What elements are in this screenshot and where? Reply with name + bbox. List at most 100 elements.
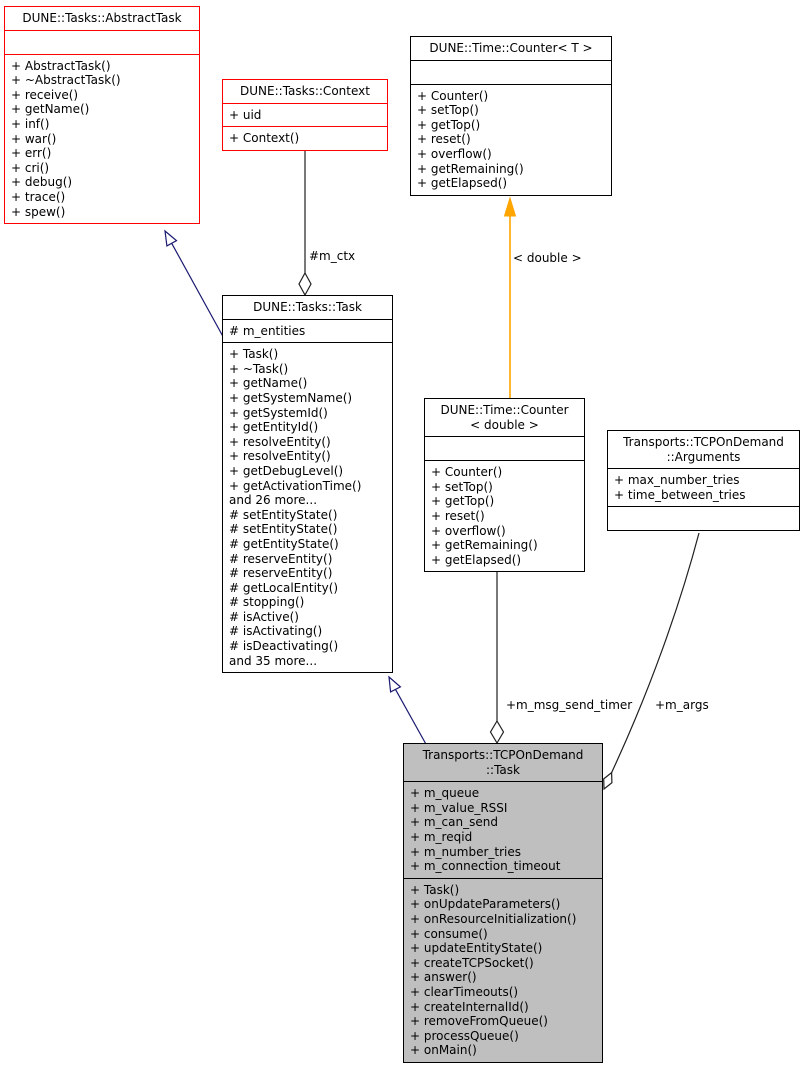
class-title: DUNE::Time::Counter< double > [425,399,584,436]
text-line: + spew() [11,204,66,219]
member-edge-m-msg-send-timer [489,565,505,745]
inheritance-edge-task-abstracttask [164,229,227,343]
text-line: + getElapsed() [417,176,508,191]
text-line: + getTop() [417,117,481,132]
text-line: + inf() [11,116,50,131]
text-line: + reset() [431,508,485,523]
text-line: Transports::TCPOnDemand [422,748,584,762]
member-edge-m-ctx [298,150,312,297]
text-line: < double > [470,417,539,432]
text-line: + m_value_RSSI [410,800,508,815]
text-line: # isActive() [229,609,299,624]
text-line: + answer() [410,970,477,985]
class-box-transports-tcpondemand-arguments[interactable]: Transports::TCPOnDemand::Arguments + max… [607,430,800,532]
text-line: + createInternalId() [410,999,529,1014]
text-line: + receive() [11,87,79,102]
filled-triangle-arrowhead-icon [503,196,517,217]
text-line: + getActivationTime() [229,478,362,493]
class-box-dune-time-counter-t[interactable]: DUNE::Time::Counter< T > + Counter()+ se… [410,36,612,196]
methods-section [608,506,799,530]
text-line: # isActivating() [229,624,323,639]
text-line: ::Task [486,762,520,777]
class-box-dune-tasks-task[interactable]: DUNE::Tasks::Task # m_entities + Task()+… [222,295,393,674]
edge-label-template-double: < double > [513,251,582,265]
class-title: Transports::TCPOnDemand::Arguments [608,431,799,468]
text-line: + onUpdateParameters() [410,897,561,912]
text-line: # reserveEntity() [229,566,333,581]
text-line: DUNE::Tasks::Task [253,300,362,314]
text-line: + m_can_send [410,815,498,830]
edge-label-m-ctx: #m_ctx [309,249,356,263]
class-title: DUNE::Tasks::AbstractTask [5,7,199,30]
class-box-dune-tasks-context[interactable]: DUNE::Tasks::Context + uid + Context() [222,79,388,151]
text-line: + max_number_tries [614,473,740,488]
attributes-section [411,59,611,84]
text-line: # reserveEntity() [229,551,333,566]
hollow-triangle-arrowhead-icon [388,675,402,693]
text-line: DUNE::Tasks::AbstractTask [22,11,182,25]
text-line: + resolveEntity() [229,449,331,464]
text-line: + time_between_tries [614,487,746,502]
class-title: Transports::TCPOnDemand::Task [404,744,602,781]
text-line: + consume() [410,926,488,941]
text-line: + processQueue() [410,1028,519,1043]
text-line: + getName() [229,376,308,391]
methods-section: + Counter()+ setTop()+ getTop()+ reset()… [411,83,611,195]
class-box-dune-tasks-abstracttask[interactable]: DUNE::Tasks::AbstractTask + AbstractTask… [4,6,200,225]
text-line: + clearTimeouts() [410,984,519,999]
methods-section: + Context() [223,126,387,150]
text-line: Transports::TCPOnDemand [623,435,784,449]
text-line: + m_reqid [410,829,473,844]
methods-section: + Counter()+ setTop()+ getTop()+ reset()… [425,460,584,571]
attributes-section: + max_number_tries+ time_between_tries [608,468,799,506]
text-line: + removeFromQueue() [410,1014,548,1029]
text-line: + getElapsed() [431,552,522,567]
methods-section: + Task()+ onUpdateParameters()+ onResour… [404,877,602,1062]
class-box-dune-time-counter-double[interactable]: DUNE::Time::Counter< double > + Counter(… [424,398,585,573]
text-line: + getTop() [431,494,495,509]
class-title: DUNE::Time::Counter< T > [411,37,611,60]
text-line: + Task() [410,882,460,897]
text-line: + trace() [11,189,66,204]
text-line: + getSystemName() [229,390,353,405]
text-line: # stopping() [229,595,305,610]
text-line: + getRemaining() [417,161,524,176]
text-line: + getEntityId() [229,420,319,435]
text-line: + reset() [417,132,471,147]
attributes-section [5,29,199,54]
text-line: # getLocalEntity() [229,580,339,595]
text-line: + m_connection_timeout [410,859,561,874]
text-line: + m_number_tries [410,844,521,859]
text-line: + m_queue [410,786,480,801]
text-line: + getSystemId() [229,405,328,420]
text-line: + war() [11,131,57,146]
edge-label-m-args: +m_args [655,698,709,712]
class-title: DUNE::Tasks::Task [223,296,392,319]
text-line: + overflow() [417,146,492,161]
methods-section: + AbstractTask()+ ~AbstractTask()+ recei… [5,53,199,224]
text-line: + setTop() [431,479,493,494]
hollow-diamond-icon [298,271,312,297]
template-instantiation-edge [503,196,517,404]
class-box-transports-tcpondemand-task[interactable]: Transports::TCPOnDemand::Task + m_queue+… [403,743,603,1063]
inheritance-edge-tcptask-task [388,675,428,747]
text-line: + getRemaining() [431,538,538,553]
text-line: + ~Task() [229,361,289,376]
text-line: # setEntityState() [229,522,338,537]
text-line: + overflow() [431,523,506,538]
text-line: # setEntityState() [229,507,338,522]
text-line: + cri() [11,160,50,175]
text-line: + uid [229,107,262,122]
attributes-section: # m_entities [223,318,392,343]
text-line: # m_entities [229,323,306,338]
methods-section: + Task()+ ~Task()+ getName()+ getSystemN… [223,342,392,672]
attributes-section: + m_queue+ m_value_RSSI+ m_can_send+ m_r… [404,781,602,878]
text-line: + Context() [229,131,300,146]
text-line: + onMain() [410,1043,477,1058]
text-line: ::Arguments [666,449,741,464]
text-line: + debug() [11,175,73,190]
text-line: # getEntityState() [229,536,339,551]
text-line: and 35 more... [229,653,318,668]
